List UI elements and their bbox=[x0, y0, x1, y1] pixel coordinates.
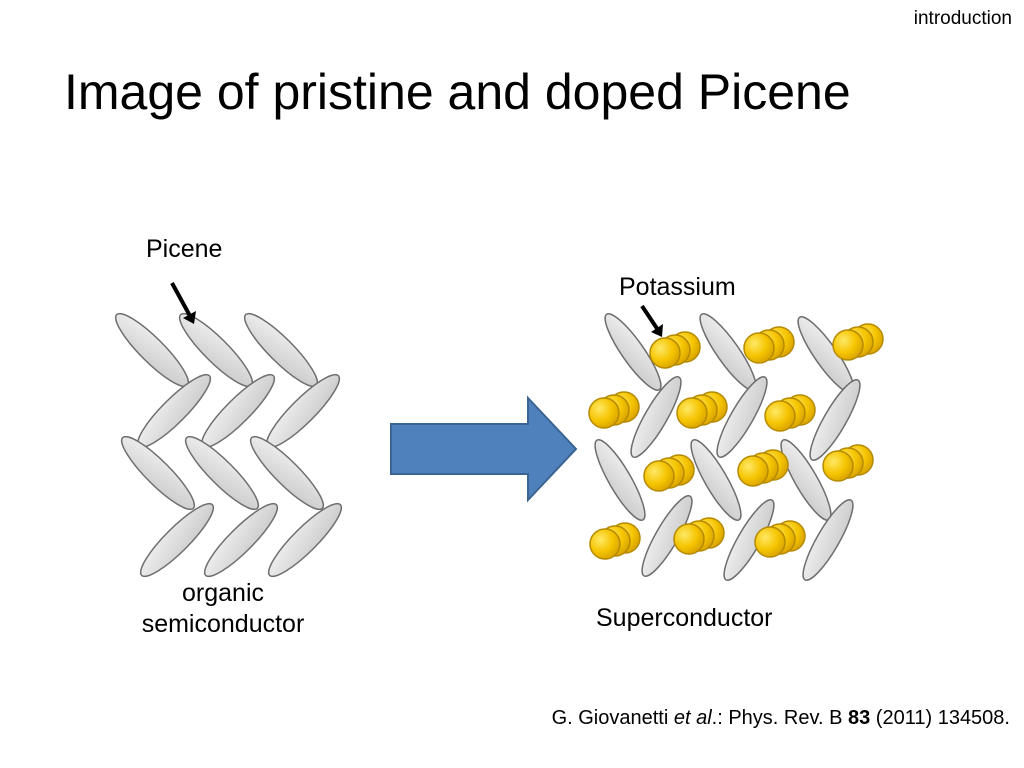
citation-etal: et al bbox=[673, 707, 712, 729]
potassium-atom bbox=[643, 460, 675, 492]
picene-molecule bbox=[604, 313, 662, 391]
potassium-cluster bbox=[589, 522, 641, 560]
picene-molecule bbox=[716, 376, 768, 458]
potassium-cluster bbox=[754, 520, 806, 558]
picene-molecule bbox=[249, 435, 325, 511]
citation-volume: 83 bbox=[848, 707, 871, 729]
citation-tail: (2011) 134508. bbox=[870, 707, 1010, 729]
potassium-cluster bbox=[673, 517, 725, 555]
pristine-picene-lattice bbox=[114, 312, 343, 578]
citation-authors: G. Giovanetti bbox=[551, 707, 674, 729]
potassium-pointer-arrow bbox=[640, 304, 663, 337]
picene-molecule bbox=[630, 376, 682, 458]
section-label: introduction bbox=[913, 8, 1012, 29]
picene-label: Picene bbox=[146, 235, 223, 263]
slide-title: Image of pristine and doped Picene bbox=[64, 64, 851, 120]
picene-molecule bbox=[690, 439, 742, 521]
citation: G. Giovanetti et al.: Phys. Rev. B 83 (2… bbox=[552, 707, 1010, 730]
potassium-atom bbox=[649, 337, 681, 369]
potassium-atom bbox=[676, 397, 708, 429]
citation-journal: .: Phys. Rev. B bbox=[711, 707, 848, 729]
picene-molecule bbox=[594, 439, 646, 521]
picene-molecule bbox=[139, 502, 215, 578]
caption-line-semiconductor: semiconductor bbox=[141, 610, 305, 639]
potassium-atom bbox=[588, 397, 620, 429]
potassium-cluster bbox=[743, 326, 795, 364]
potassium-atom bbox=[589, 528, 621, 560]
organic-semiconductor-caption: organic semiconductor bbox=[118, 578, 328, 641]
potassium-atom bbox=[743, 332, 775, 364]
potassium-atom bbox=[822, 450, 854, 482]
potassium-atom bbox=[764, 400, 796, 432]
potassium-cluster bbox=[649, 331, 701, 369]
transformation-arrow bbox=[390, 395, 578, 503]
potassium-atom bbox=[832, 329, 864, 361]
picene-molecule bbox=[203, 502, 279, 578]
picene-molecule bbox=[809, 379, 861, 461]
potassium-cluster bbox=[764, 394, 816, 432]
doped-picene-lattice bbox=[594, 313, 861, 581]
potassium-atom bbox=[673, 523, 705, 555]
picene-molecule bbox=[267, 502, 343, 578]
potassium-cluster bbox=[643, 454, 695, 492]
potassium-label: Potassium bbox=[619, 273, 736, 301]
potassium-clusters bbox=[588, 323, 884, 560]
potassium-atom bbox=[737, 455, 769, 487]
potassium-cluster bbox=[737, 449, 789, 487]
picene-molecule bbox=[120, 435, 196, 511]
superconductor-caption: Superconductor bbox=[596, 604, 773, 632]
picene-molecule bbox=[184, 435, 260, 511]
picene-molecule bbox=[802, 499, 854, 581]
potassium-cluster bbox=[676, 391, 728, 429]
potassium-cluster bbox=[588, 391, 640, 429]
potassium-atom bbox=[754, 526, 786, 558]
potassium-cluster bbox=[822, 444, 874, 482]
caption-line-organic: organic bbox=[182, 579, 264, 607]
potassium-cluster bbox=[832, 323, 884, 361]
picene-pointer-arrow bbox=[170, 282, 196, 324]
